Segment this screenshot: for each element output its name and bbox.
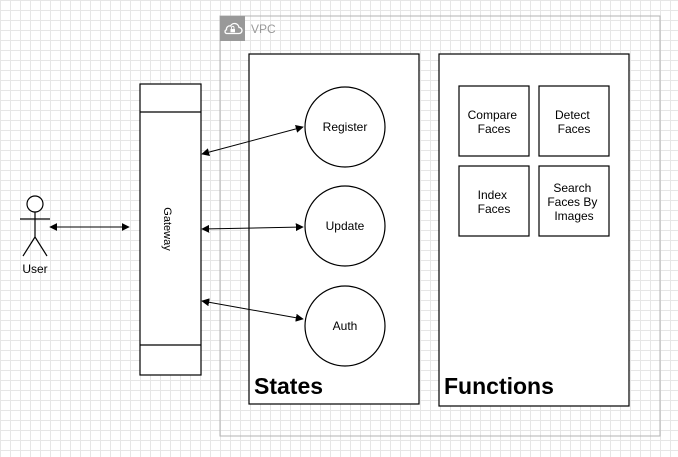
gateway-box[interactable]: Gateway bbox=[139, 83, 202, 376]
function-detect-faces[interactable]: Detect Faces bbox=[538, 85, 610, 157]
gateway-update-arrow[interactable] bbox=[201, 223, 304, 233]
cloud-lock-icon bbox=[220, 16, 245, 41]
function-index-faces[interactable]: Index Faces bbox=[458, 165, 530, 237]
state-update[interactable]: Update bbox=[304, 185, 386, 267]
state-register[interactable]: Register bbox=[304, 86, 386, 168]
function-search-faces-by-images[interactable]: Search Faces By Images bbox=[538, 165, 610, 237]
user-actor[interactable]: User bbox=[20, 195, 50, 276]
function-label: Compare Faces bbox=[468, 108, 521, 136]
gateway-register-arrow[interactable] bbox=[201, 124, 304, 157]
state-auth[interactable]: Auth bbox=[304, 285, 386, 367]
state-label: Update bbox=[326, 219, 365, 233]
gateway-label: Gateway bbox=[161, 207, 173, 251]
user-label: User bbox=[22, 262, 47, 276]
functions-title: Functions bbox=[444, 373, 554, 399]
vpc-label: VPC bbox=[251, 22, 276, 36]
function-label: Detect Faces bbox=[555, 108, 593, 136]
state-label: Auth bbox=[333, 319, 358, 333]
function-label: Index Faces bbox=[478, 188, 511, 216]
stick-figure-icon bbox=[20, 195, 50, 257]
function-label: Search Faces By Images bbox=[547, 181, 600, 223]
connectors bbox=[49, 124, 304, 322]
gateway-auth-arrow[interactable] bbox=[201, 298, 304, 322]
function-compare-faces[interactable]: Compare Faces bbox=[458, 85, 530, 157]
states-title: States bbox=[254, 373, 323, 399]
state-label: Register bbox=[323, 120, 368, 134]
